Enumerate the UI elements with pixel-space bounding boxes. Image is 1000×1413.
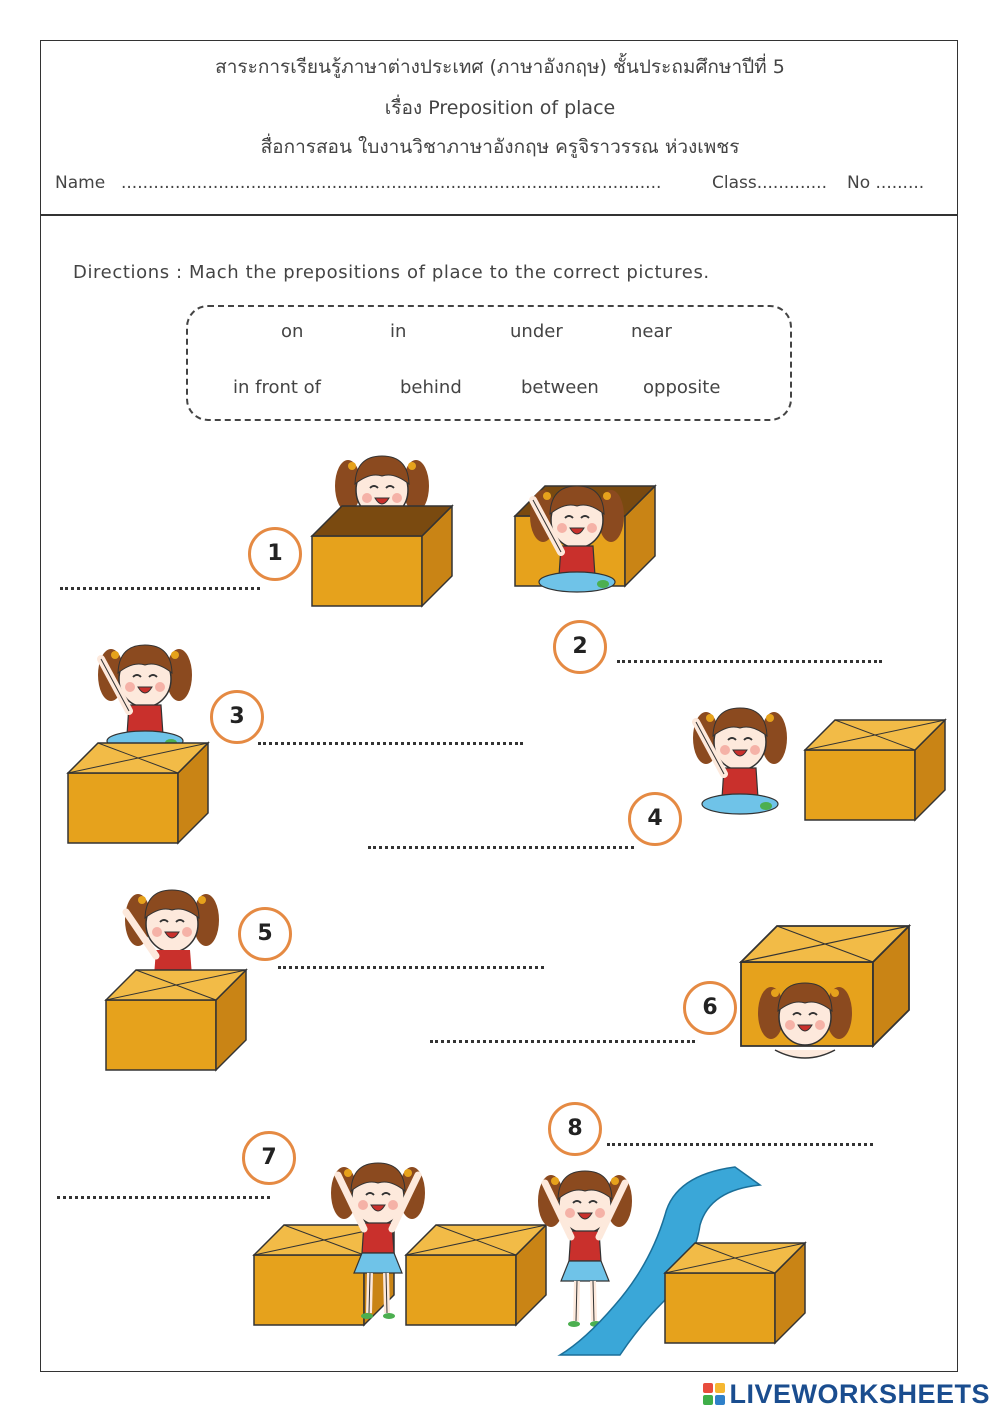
item-number-3: 3 [210,690,264,744]
logo-text: LIVEWORKSHEETS [729,1378,990,1409]
header-material: สื่อการสอน ใบงานวิชาภาษาอังกฤษ ครูจิราวร… [260,136,740,158]
word-opposite[interactable]: opposite [643,377,721,398]
header-subject: สาระการเรียนรู้ภาษาต่างประเทศ (ภาษาอังกฤ… [215,56,785,78]
item-number-1: 1 [248,527,302,581]
item-number-8: 8 [548,1102,602,1156]
name-row: Name ...................................… [55,173,945,199]
word-near[interactable]: near [631,321,672,342]
answer-blank-2[interactable] [617,660,882,663]
picture-2-girl-in-front-of-box [514,478,656,618]
item-number-7: 7 [242,1131,296,1185]
item-number-4: 4 [628,792,682,846]
liveworksheets-logo: LIVEWORKSHEETS [703,1379,990,1409]
worksheet-border [40,40,958,1372]
word-on[interactable]: on [281,321,304,342]
word-behind[interactable]: behind [400,377,462,398]
item-number-5: 5 [238,907,292,961]
answer-blank-3[interactable] [258,742,523,745]
word-under[interactable]: under [510,321,563,342]
logo-icon [703,1383,726,1405]
number-field[interactable]: No ......... [847,173,925,193]
directions-text: Directions : Mach the prepositions of pl… [73,262,710,283]
answer-blank-5[interactable] [278,966,544,969]
answer-blank-7[interactable] [57,1196,270,1199]
header-topic: เรื่อง Preposition of place [384,97,616,119]
word-bank: on in under near in front of behind betw… [186,305,792,421]
picture-8-girl-opposite-box [525,1166,806,1356]
picture-4-girl-near-box [660,680,946,821]
answer-blank-1[interactable] [60,587,260,590]
word-between[interactable]: between [521,377,599,398]
item-number-6: 6 [683,981,737,1035]
picture-6-girl-under-box [740,925,910,1059]
header-divider [40,214,958,216]
item-number-2: 2 [553,620,607,674]
answer-blank-8[interactable] [607,1143,873,1146]
word-in-front-of[interactable]: in front of [233,377,322,398]
picture-5-girl-behind-box [105,889,247,1071]
class-field[interactable]: Class............. [712,173,827,193]
picture-3-girl-on-box [67,625,209,844]
word-in[interactable]: in [390,321,407,342]
answer-blank-6[interactable] [430,1040,695,1043]
answer-blank-4[interactable] [368,846,634,849]
name-field[interactable]: ........................................… [121,173,662,193]
picture-1-girl-in-box [311,455,453,607]
name-label: Name [55,173,106,193]
